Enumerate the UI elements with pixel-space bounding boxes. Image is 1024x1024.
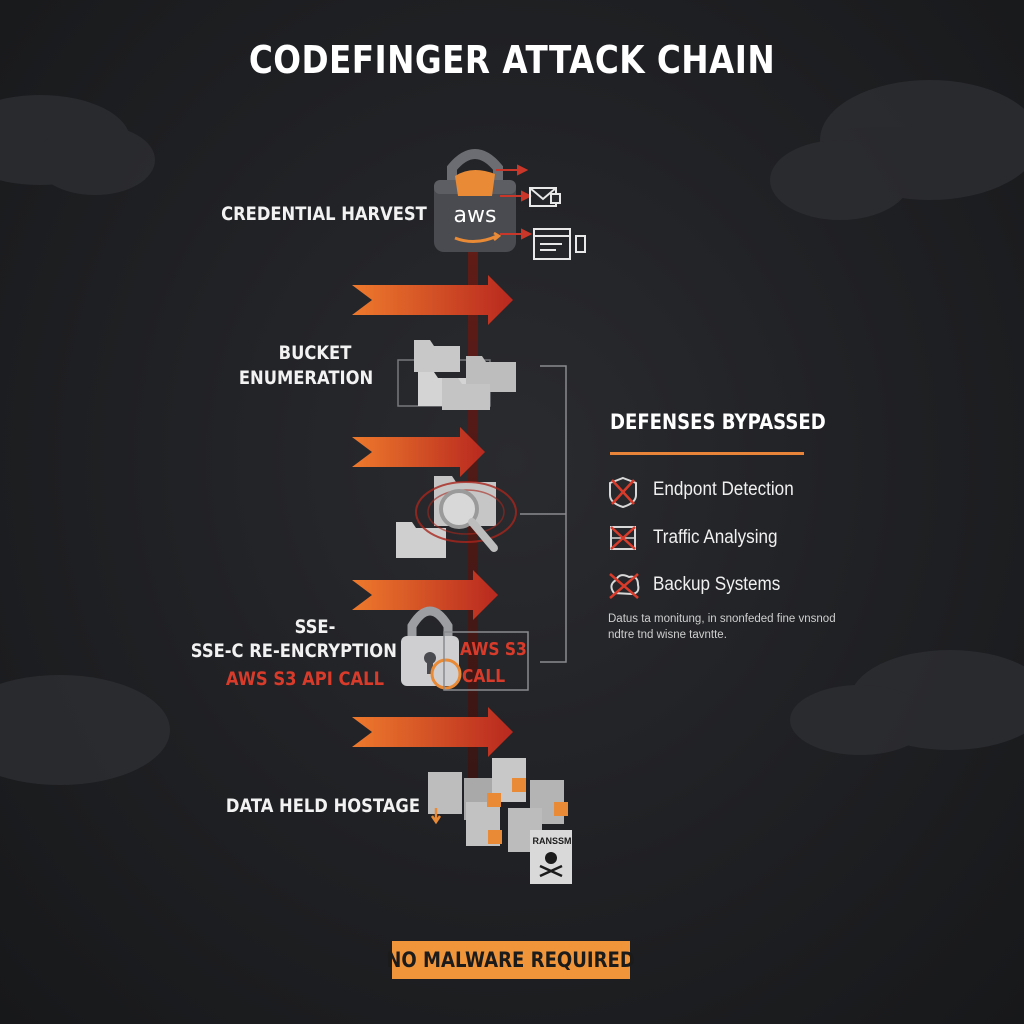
step-label-sse: SSE- xyxy=(294,616,336,638)
chain-arrow-2 xyxy=(352,427,485,477)
step-label-credential-harvest: CREDENTIAL HARVEST xyxy=(221,203,427,225)
step-label-enumeration: ENUMERATION xyxy=(238,367,374,389)
exfil-arrows xyxy=(496,164,533,240)
chain-arrow-4 xyxy=(352,707,513,757)
api-call-box xyxy=(443,631,529,691)
defense-item-backup-systems: Backup Systems xyxy=(653,574,781,595)
chain-arrow-3 xyxy=(352,570,498,620)
api-box-line2: CALL xyxy=(462,666,506,687)
folders-icon xyxy=(397,340,516,410)
browser-device-icon xyxy=(533,228,586,260)
step-label-sse-c-reencryption: SSE-C RE-ENCRYPTION xyxy=(190,640,397,662)
defenses-underline xyxy=(610,452,804,455)
page-title: CODEFINGER ATTACK CHAIN xyxy=(248,38,776,82)
shield-x-icon xyxy=(609,476,637,509)
defense-item-endpoint-detection: Endpont Detection xyxy=(653,479,794,500)
step-label-aws-s3-api-call: AWS S3 API CALL xyxy=(225,668,384,690)
no-malware-badge: NO MALWARE REQUIRED xyxy=(387,941,635,979)
background-clouds xyxy=(0,80,1024,785)
folder-search-icon xyxy=(396,476,517,558)
padlock-icon xyxy=(401,606,462,690)
aws-logo-text: aws xyxy=(453,203,497,228)
api-box-line1: AWS S3 xyxy=(460,639,527,660)
step-label-data-held-hostage: DATA HELD HOSTAGE xyxy=(225,795,420,817)
network-x-icon xyxy=(610,526,636,550)
step-label-bucket: BUCKET xyxy=(278,342,352,364)
ransom-note-text: RANSSM xyxy=(532,836,572,846)
cloud-x-icon xyxy=(609,573,640,599)
no-malware-badge-label: NO MALWARE REQUIRED xyxy=(386,948,636,972)
connector-bracket xyxy=(520,365,567,663)
ransom-documents-icon xyxy=(428,758,572,884)
defenses-note: Datus ta monitung, in snonfeded fine vns… xyxy=(608,613,836,641)
aws-lock-icon xyxy=(434,149,516,252)
chain-arrow-1 xyxy=(352,275,513,325)
defense-item-traffic-analysing: Traffic Analysing xyxy=(653,527,778,548)
defenses-title: DEFENSES BYPASSED xyxy=(610,410,826,434)
mail-icon xyxy=(529,187,561,207)
